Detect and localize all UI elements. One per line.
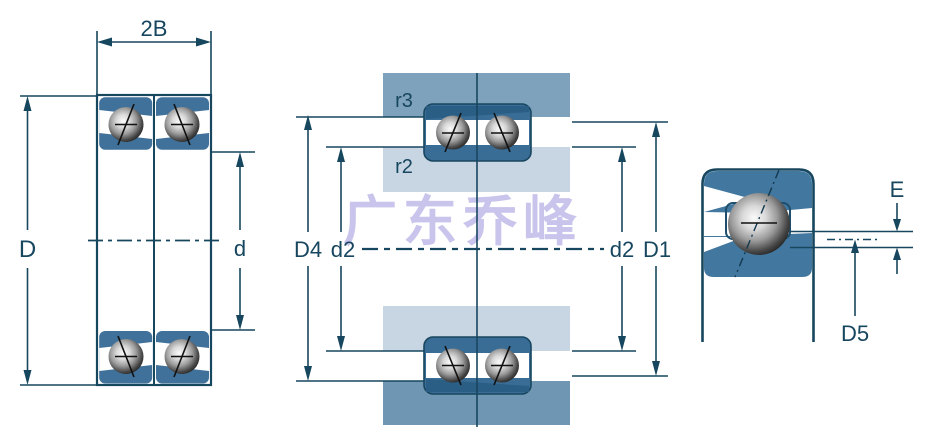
arrowhead — [618, 336, 626, 351]
dimension-label-2b: 2B — [141, 16, 168, 41]
watermark-text: 广东乔峰 — [343, 192, 583, 252]
fillet-label-r3: r3 — [395, 90, 413, 112]
arrowhead — [337, 336, 345, 351]
arrowhead — [893, 219, 901, 232]
dimension-label-d-bore: d — [234, 236, 246, 261]
bearing-outline — [701, 168, 815, 342]
dimension-label-e: E — [890, 177, 905, 202]
arrowhead — [893, 247, 901, 260]
dimension-label-d2-left: d2 — [331, 237, 355, 262]
contact-angle-marks — [115, 103, 193, 378]
arrowhead — [196, 37, 211, 47]
front-section-view: 2B D — [19, 16, 255, 387]
arrowhead — [97, 37, 112, 47]
arrowhead — [304, 115, 312, 130]
dimension-label-d1: D1 — [643, 237, 671, 262]
dimension-label-d2-right: d2 — [610, 237, 634, 262]
ball — [728, 193, 790, 255]
arrowhead — [23, 96, 32, 111]
contact-angle-marks — [442, 345, 513, 386]
arrowhead — [618, 147, 626, 162]
arrowhead — [851, 239, 859, 253]
fillet-label-r2: r2 — [395, 156, 413, 178]
arrowhead — [236, 315, 244, 330]
dimension-label-d4: D4 — [294, 237, 322, 262]
arrowhead — [652, 361, 660, 376]
arrowhead — [236, 152, 244, 167]
side-section-view: E D5 — [701, 168, 913, 346]
inner-ring-fill — [704, 233, 812, 277]
arrowhead — [304, 366, 312, 381]
arrowhead — [23, 370, 32, 385]
arrowhead — [337, 147, 345, 162]
contact-angle-marks — [442, 112, 513, 153]
arrowhead — [652, 122, 660, 137]
raceway-wedge — [704, 186, 752, 212]
dimension-label-d5: D5 — [841, 321, 869, 346]
dimension-label-d-outer: D — [19, 236, 36, 263]
mounting-dimensions-view: 广东乔峰 r3 r2 — [294, 73, 671, 427]
extension-lines — [296, 116, 668, 382]
